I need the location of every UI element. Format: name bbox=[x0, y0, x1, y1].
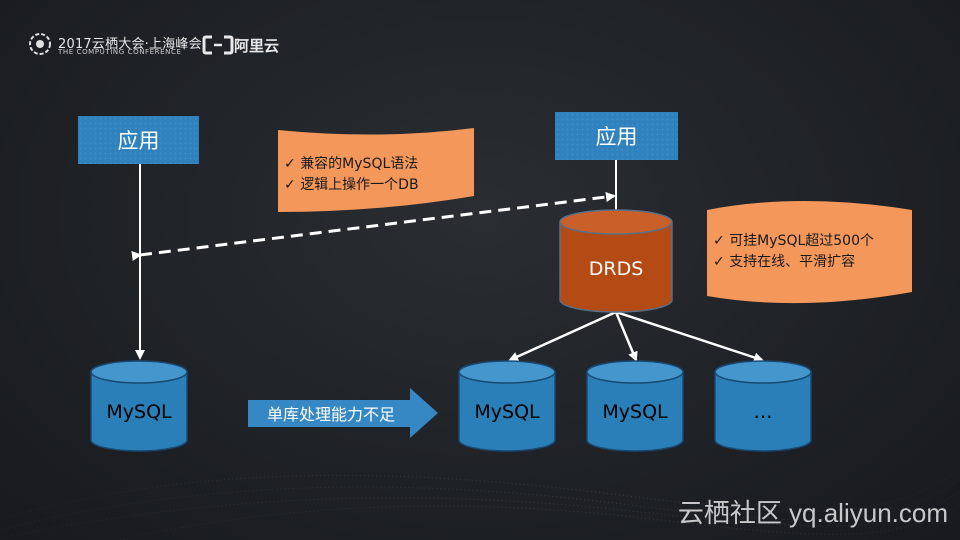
left-app-label: 应用 bbox=[117, 129, 160, 153]
note-capability-item-1: ✓ 可挂MySQL超过500个 bbox=[713, 233, 874, 249]
computing-conference-logo-icon bbox=[29, 33, 51, 55]
check-icon: ✓ bbox=[284, 156, 301, 172]
note-capability: ✓ 可挂MySQL超过500个 ✓ 支持在线、平滑扩容 bbox=[713, 231, 874, 273]
note-compat: ✓ 兼容的MySQL语法 ✓ 逻辑上操作一个DB bbox=[284, 154, 419, 196]
check-icon: ✓ bbox=[713, 233, 730, 249]
left-mysql-label: MySQL bbox=[106, 401, 172, 423]
note-compat-item-1: ✓ 兼容的MySQL语法 bbox=[284, 156, 419, 172]
drds-label: DRDS bbox=[588, 258, 644, 280]
note-banner-capability bbox=[707, 201, 912, 304]
dashed-compat-arrow bbox=[131, 192, 616, 261]
drds-cylinder bbox=[559, 209, 673, 313]
drds-to-shard-2-arrow bbox=[614, 311, 638, 362]
conference-subtitle: THE COMPUTING CONFERENCE bbox=[58, 48, 182, 56]
background-wave bbox=[0, 469, 960, 540]
shard-label-2: MySQL bbox=[602, 401, 668, 423]
right-app-label: 应用 bbox=[595, 125, 638, 149]
note-banner-compat bbox=[278, 128, 474, 212]
left-app-box: 应用 bbox=[78, 116, 199, 164]
aliyun-logo-icon bbox=[202, 35, 234, 55]
note-capability-item-2: ✓ 支持在线、平滑扩容 bbox=[713, 254, 856, 270]
shard-cylinder-3 bbox=[714, 360, 812, 452]
shard-cylinder-1 bbox=[458, 360, 556, 452]
brand-name: 阿里云 bbox=[234, 37, 280, 55]
shard-cylinder-2 bbox=[586, 360, 684, 452]
conference-title: 2017云栖大会·上海峰会 bbox=[58, 37, 202, 52]
drds-to-shard-1-arrow bbox=[508, 310, 617, 362]
left-mysql-cylinder bbox=[90, 360, 188, 452]
check-icon: ✓ bbox=[284, 177, 301, 193]
shard-label-3: … bbox=[753, 401, 773, 423]
shard-label-1: MySQL bbox=[474, 401, 540, 423]
block-arrow-label: 单库处理能力不足 bbox=[266, 405, 395, 424]
right-app-box: 应用 bbox=[555, 112, 678, 160]
note-compat-item-2: ✓ 逻辑上操作一个DB bbox=[284, 177, 419, 193]
block-arrow bbox=[248, 388, 438, 438]
check-icon: ✓ bbox=[713, 254, 730, 270]
footer-watermark: 云栖社区 yq.aliyun.com bbox=[677, 498, 948, 528]
drds-to-shard-3-arrow bbox=[615, 310, 764, 363]
